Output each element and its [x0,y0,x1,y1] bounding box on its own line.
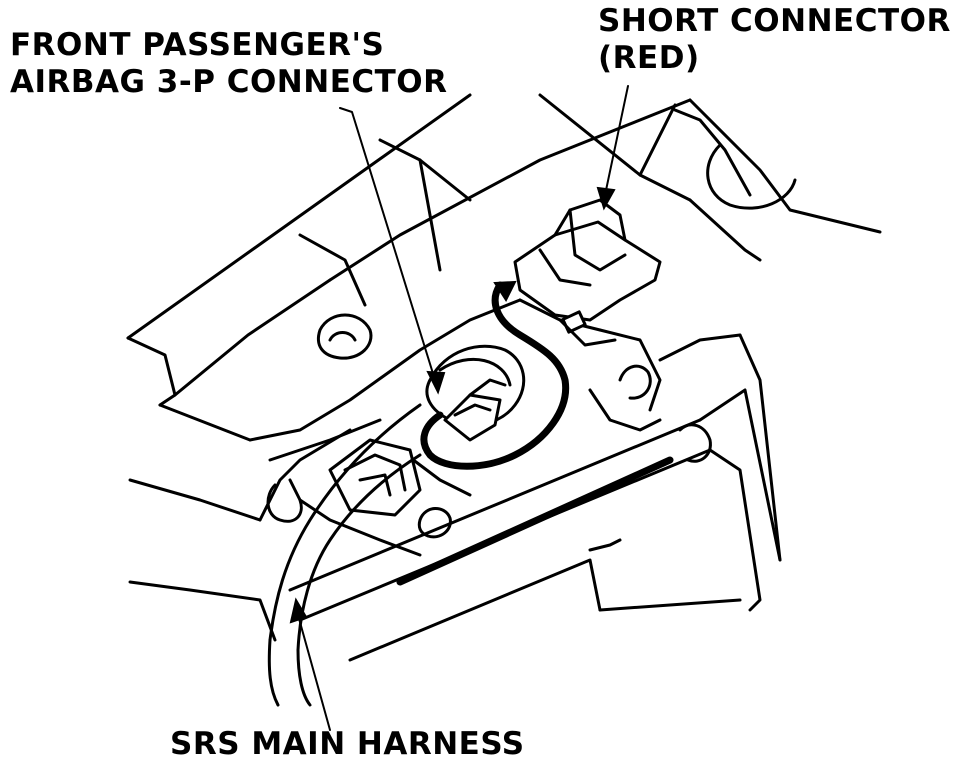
leader-lines [289,85,629,731]
front-connector-label-line-1: FRONT PASSENGER'S [10,27,385,63]
lower-rail [128,333,782,662]
short-connector-label: SHORT CONNECTOR (RED) [598,3,951,77]
short-connector-label-line-1: SHORT CONNECTOR [598,3,951,39]
connector-wire-loop [420,280,570,470]
short-connector-housing [513,198,662,347]
dashboard-upper-panel [126,93,882,442]
mounting-bracket [128,298,662,557]
short-connector-label-line-2: (RED) [598,40,700,76]
airbag-3p-connector [425,344,526,442]
front-passenger-connector-label: FRONT PASSENGER'S AIRBAG 3-P CONNECTOR [10,27,448,101]
srs-main-harness-label: SRS MAIN HARNESS [170,726,525,762]
srs-main-harness-tube [267,403,422,707]
lower-connector-block [328,438,452,539]
front-connector-label-line-2: AIRBAG 3-P CONNECTOR [10,64,448,100]
